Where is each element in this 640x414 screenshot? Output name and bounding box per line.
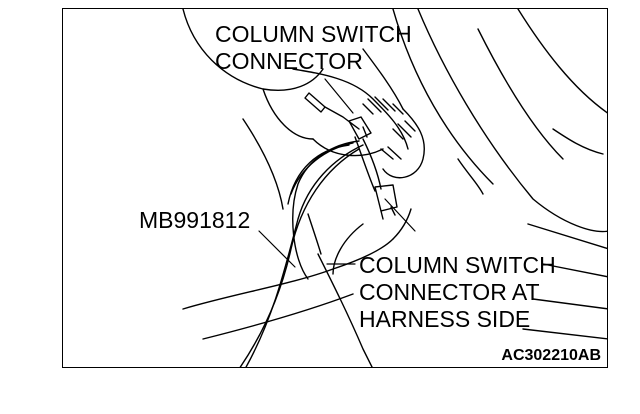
connector-illustration [182,9,607,367]
harness-side-connector-label: COLUMN SWITCH CONNECTOR AT HARNESS SIDE [359,252,556,333]
figure-code: AC302210AB [501,347,601,364]
harness-side-connector-line-2: CONNECTOR AT [359,279,540,305]
harness-side-connector-line-3: HARNESS SIDE [359,306,531,332]
harness-side-connector-line-1: COLUMN SWITCH [359,252,556,278]
column-switch-connector-label: COLUMN SWITCH CONNECTOR [215,21,412,75]
tool-label: MB991812 [139,207,251,233]
column-switch-connector-line-2: CONNECTOR [215,48,363,74]
column-switch-connector-line-1: COLUMN SWITCH [215,21,412,47]
diagram-figure: COLUMN SWITCH CONNECTOR MB991812 COLUMN … [62,8,608,368]
